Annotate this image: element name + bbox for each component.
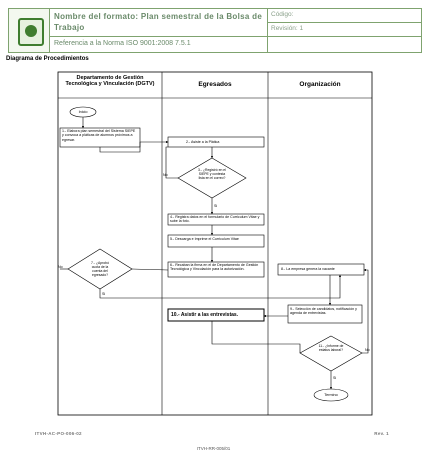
step-1-text: 1.- Elabora plan semestral del Sistema S… (62, 129, 136, 142)
logo-cell (9, 9, 50, 52)
lane-title-organizacion: Organización (299, 81, 341, 88)
connector (165, 146, 178, 179)
decision-7-text: 7.- ¿Aprobó cuota de la cuenta del egres… (91, 261, 109, 277)
swimlane-frame (57, 71, 373, 416)
title-cell: Nombre del formato: Plan semestral de la… (50, 9, 268, 37)
label-si-7: Si (102, 292, 106, 296)
reference-cell: Referencia a la Norma ISO 9001:2008 7.5.… (50, 37, 268, 52)
step-10-text: 10.- Asistir a las entrevistas. (171, 312, 239, 318)
revision-label: Revisión: 1 (271, 25, 304, 32)
connector (211, 321, 301, 353)
document-title: Nombre del formato: Plan semestral de la… (54, 12, 263, 32)
label-no-11: No (365, 348, 370, 352)
connector (99, 274, 342, 299)
footer-revision: Rev. 1 (374, 431, 389, 436)
connector (362, 268, 369, 354)
bottom-code: ITVH-RR-005/01 (196, 446, 231, 451)
connector (131, 268, 169, 271)
code-label: Código: (271, 11, 294, 18)
step-4-text: 4.- Registra datos en el formulario de C… (170, 215, 260, 224)
document-header: Nombre del formato: Plan semestral de la… (8, 8, 422, 53)
start-label: Inicio (78, 110, 88, 114)
end-label: Termino (324, 393, 338, 397)
lane-title-dgtv: Departamento de Gestión Tecnológica y Vi… (65, 75, 155, 87)
step-6-box (167, 261, 265, 278)
label-no-7: No (58, 265, 63, 269)
step-5-text: 5.- Descarga e Imprime el Curriculum Vit… (170, 237, 239, 241)
lane-title-egresados: Egresados (198, 81, 232, 88)
step-2-text: 2.- Asiste a la Plática (186, 140, 220, 144)
step-6-text: 6.- Recaban la firma en el de Departamen… (170, 263, 259, 272)
decision-11-text: 11.- ¿Informe de estatus laboral? (318, 344, 344, 352)
institution-logo-icon (18, 18, 44, 46)
decision-3-text: 3.- ¿Registró en el SIEPE y contesta lis… (198, 168, 226, 180)
norm-reference: Referencia a la Norma ISO 9001:2008 7.5.… (54, 40, 191, 47)
label-si-11: Si (333, 376, 337, 380)
connector (99, 140, 169, 153)
step-9-text: 9.- Selección de candidatos, notificació… (290, 307, 357, 316)
section-title: Diagrama de Procedimientos (6, 56, 89, 62)
step-4-box (167, 213, 265, 226)
step-8-text: 8.- La empresa genera la vacante (281, 267, 335, 271)
label-no-3: No (163, 173, 168, 177)
label-si-3: Si (214, 204, 218, 208)
decision-11-shape (299, 335, 363, 372)
step-5-box (167, 234, 265, 248)
step-9-box (287, 304, 363, 324)
code-cell: Código: (268, 9, 421, 23)
revision-cell: Revisión: 1 (268, 23, 421, 37)
footer-code: ITVH-AC-PO-006-02 (35, 431, 82, 436)
